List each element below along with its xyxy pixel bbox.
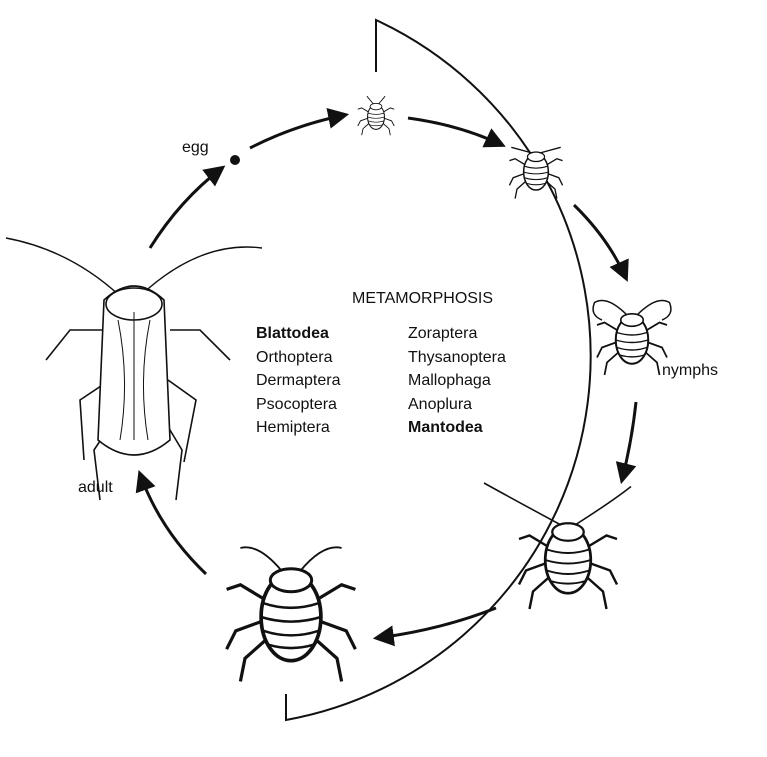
nymph-4-illustration — [483, 482, 632, 611]
order-name: Psocoptera — [256, 395, 337, 413]
arrow-nymph-5-to-adult — [135, 470, 208, 576]
arrow-nymph-4-to-nymph-5 — [372, 606, 497, 647]
order-name: Anoplura — [408, 395, 473, 413]
order-name: Zoraptera — [408, 325, 478, 342]
adult-cockroach-illustration — [5, 237, 263, 501]
order-name: Dermaptera — [256, 372, 341, 389]
stage-label-egg: egg — [182, 139, 209, 156]
order-name: Blattodea — [256, 325, 329, 342]
nymph-3-illustration — [592, 299, 672, 376]
arrow-egg-to-nymph-1 — [249, 108, 350, 150]
arrow-nymph-1-to-nymph-2 — [407, 116, 506, 148]
orders-list-right: Zoraptera Thysanoptera Mallophaga Anoplu… — [408, 322, 506, 440]
arrow-nymph-3-to-nymph-4 — [615, 401, 638, 485]
nymph-2-illustration — [508, 146, 564, 200]
outer-arc — [285, 18, 592, 722]
diagram-title: METAMORPHOSIS — [352, 290, 493, 307]
orders-list-left: Blattodea Orthoptera Dermaptera Psocopte… — [256, 322, 340, 440]
order-name: Mantodea — [408, 419, 483, 436]
stage-label-nymphs: nymphs — [662, 362, 718, 379]
arrow-adult-to-egg — [148, 165, 226, 249]
nymph-1-illustration — [357, 95, 395, 136]
nymph-5-illustration — [224, 546, 358, 684]
order-name: Thysanoptera — [408, 348, 506, 366]
stage-label-adult: adult — [78, 479, 113, 496]
arrow-nymph-2-to-nymph-3 — [572, 203, 629, 282]
order-name: Hemiptera — [256, 419, 330, 436]
order-name: Orthoptera — [256, 348, 333, 366]
order-name: Mallophaga — [408, 372, 491, 389]
egg-dot — [230, 155, 240, 165]
cycle-arrows — [135, 108, 638, 647]
